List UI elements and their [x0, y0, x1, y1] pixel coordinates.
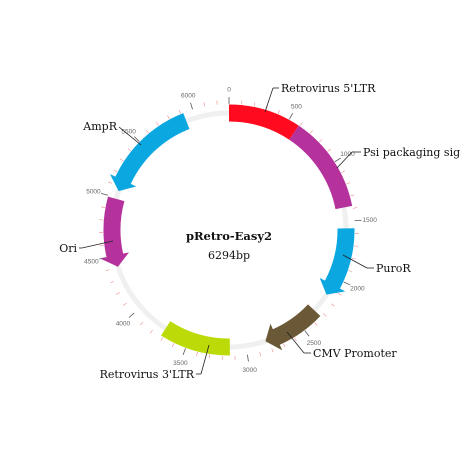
tick-label: 5500	[121, 129, 136, 136]
minor-tick	[105, 269, 110, 272]
major-tick	[190, 102, 193, 110]
minor-tick	[341, 170, 345, 173]
tick-label: 500	[291, 104, 302, 111]
minor-tick	[294, 337, 297, 342]
minor-tick	[156, 122, 159, 126]
minor-tick	[167, 115, 170, 120]
major-tick	[334, 157, 342, 163]
minor-tick	[253, 102, 256, 107]
major-tick	[182, 348, 186, 355]
minor-tick	[116, 292, 120, 295]
tick-label: 3500	[173, 360, 188, 367]
tick-marks: 0 500 1000 1500 2000 2500 3000 3500 4000 4500 5000…	[84, 87, 377, 374]
major-tick	[354, 219, 362, 222]
label-retrovirus-3ltr: Retrovirus 3'LTR	[100, 368, 195, 381]
leader-line-ori	[81, 240, 114, 249]
major-tick	[128, 312, 135, 318]
minor-tick	[113, 169, 118, 173]
minor-tick	[314, 322, 318, 326]
minor-tick	[346, 182, 351, 185]
feature-arc-retrovirus-3ltr	[161, 321, 230, 356]
minor-tick	[101, 206, 106, 208]
plasmid-name: pRetro-Easy2	[186, 229, 272, 243]
label-retrovirus-5ltr: Retrovirus 5'LTR	[281, 82, 376, 95]
feature-arc-cmv-promoter	[265, 304, 321, 351]
minor-tick	[299, 122, 303, 127]
feature-arc-psi-packaging-signal	[289, 125, 353, 210]
leader-line-ampr	[118, 126, 142, 146]
minor-tick	[127, 148, 132, 152]
feature-arcs	[100, 104, 355, 356]
leader-line-retrovirus-3ltr	[200, 344, 210, 375]
minor-tick	[277, 110, 280, 115]
leader-line-puror	[342, 254, 368, 269]
leader-line-retrovirus-5ltr	[264, 87, 274, 113]
major-tick	[247, 354, 249, 362]
major-tick	[304, 330, 310, 337]
feature-arc-ampr	[109, 113, 190, 192]
minor-tick	[145, 129, 149, 134]
minor-tick	[327, 148, 331, 152]
minor-tick	[353, 245, 358, 247]
minor-tick	[350, 194, 355, 197]
leader-line-psi-packaging-signal	[336, 151, 353, 169]
label-psi-packaging-signal: Psi packaging signal	[363, 146, 460, 159]
minor-tick	[319, 139, 323, 143]
major-tick	[288, 113, 294, 120]
tick-label: 2500	[307, 340, 322, 347]
feature-arc-ori	[100, 196, 129, 267]
label-cmv-promoter: CMV Promoter	[313, 347, 397, 360]
tick-label: 1000	[340, 151, 355, 158]
tick-label: 6000	[181, 93, 196, 100]
feature-arc-retrovirus-5ltr	[229, 104, 299, 140]
tick-label: 5000	[86, 189, 101, 196]
leader-line-cmv-promoter	[286, 331, 305, 354]
label-ampr: AmpR	[82, 120, 117, 133]
tick-label: 2000	[350, 286, 365, 293]
tick-label: 1500	[362, 217, 377, 224]
minor-tick	[122, 302, 127, 306]
major-tick	[343, 281, 351, 286]
label-puror: PuroR	[376, 262, 411, 275]
minor-tick	[119, 158, 124, 162]
minor-tick	[178, 109, 181, 114]
minor-tick	[140, 321, 144, 326]
minor-tick	[283, 343, 286, 348]
minor-tick	[208, 354, 211, 359]
minor-tick	[160, 337, 164, 341]
tick-label: 4000	[116, 320, 131, 327]
minor-tick	[203, 102, 206, 107]
minor-tick	[353, 207, 358, 209]
minor-tick	[351, 257, 356, 260]
minor-tick	[330, 303, 335, 307]
minor-tick	[149, 329, 153, 334]
label-ori: Ori	[59, 242, 77, 255]
major-tick	[101, 192, 108, 196]
minor-tick	[271, 348, 274, 353]
minor-tick	[323, 313, 327, 317]
minor-tick	[171, 343, 175, 348]
minor-tick	[348, 270, 353, 272]
minor-tick	[196, 351, 198, 356]
major-tick	[133, 136, 140, 142]
tick-label: 4500	[84, 258, 99, 265]
tick-label: 3000	[242, 367, 257, 374]
minor-tick	[337, 292, 342, 296]
plasmid-size: 6294bp	[208, 249, 250, 262]
minor-tick	[309, 130, 313, 134]
feature-arc-puror	[319, 228, 355, 295]
minor-tick	[110, 281, 115, 284]
minor-tick	[108, 181, 113, 184]
minor-tick	[259, 352, 262, 357]
tick-label: 0	[227, 87, 231, 94]
feature-labels: Retrovirus 5'LTR Psi packaging signal Pu…	[59, 82, 460, 381]
